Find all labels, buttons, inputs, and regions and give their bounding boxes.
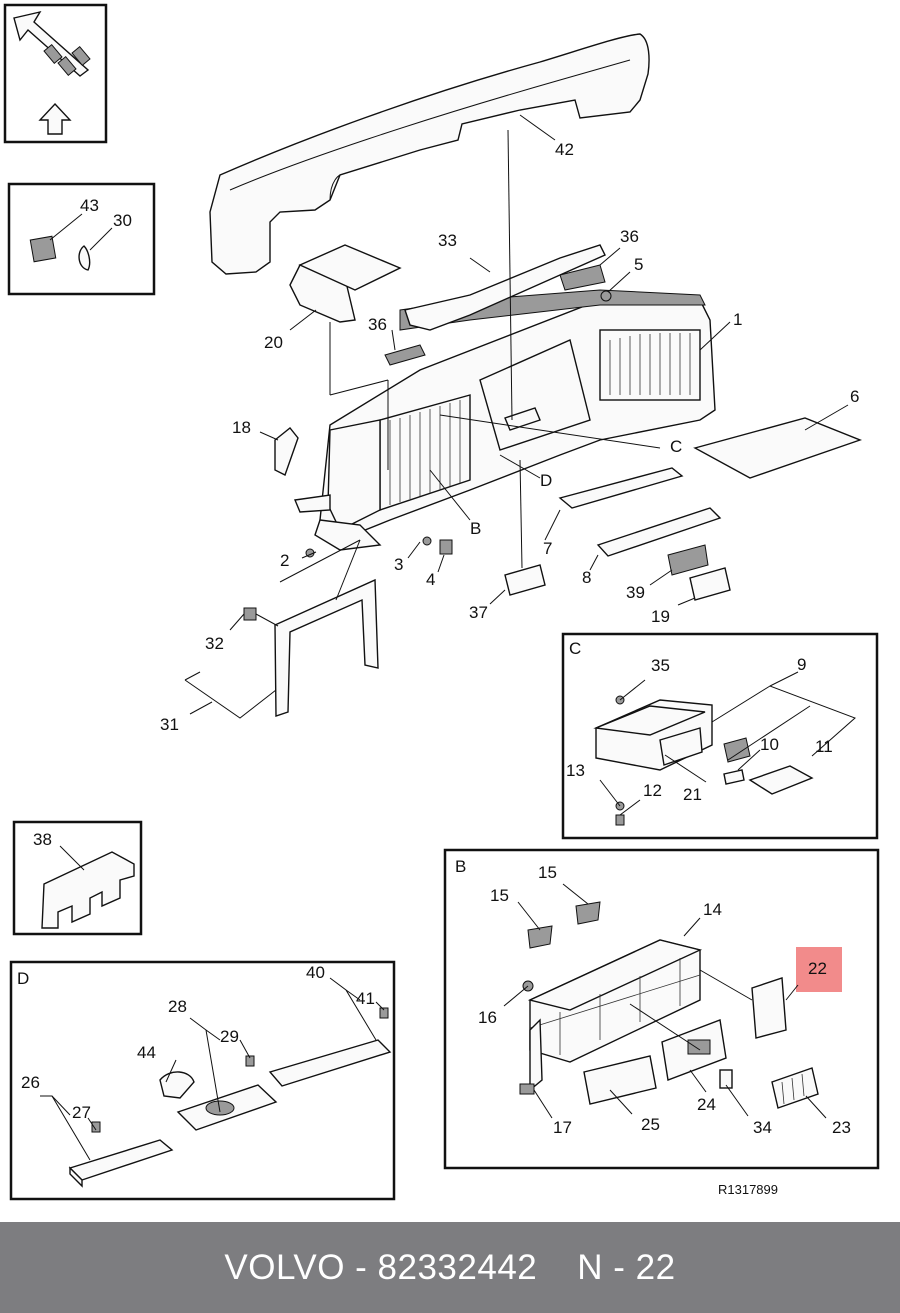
highlight-part-22 [796, 947, 842, 992]
inset-C-label: C [569, 639, 581, 658]
part-31 [274, 578, 379, 717]
callout-D: D [540, 471, 552, 490]
callout-8: 8 [582, 568, 591, 587]
inset-43-30: 43 30 [7, 182, 156, 296]
callout-43: 43 [80, 196, 99, 215]
callout-15-right: 15 [538, 863, 557, 882]
part-6 [693, 417, 863, 479]
callout-29: 29 [220, 1027, 239, 1046]
callout-36-right: 36 [620, 227, 639, 246]
parts-diagram: 43 30 [3, 3, 880, 1201]
callout-27: 27 [72, 1103, 91, 1122]
callout-25: 25 [641, 1115, 660, 1134]
footer-bar: VOLVO - 82332442 N - 22 [0, 1222, 900, 1313]
callout-41: 41 [356, 989, 375, 1008]
callout-17: 17 [553, 1118, 572, 1137]
callout-C: C [670, 437, 682, 456]
callout-22: 22 [808, 959, 827, 978]
part-3 [422, 536, 432, 546]
inset-D: D 26 27 28 44 29 40 41 [9, 960, 396, 1201]
callout-12: 12 [643, 781, 662, 800]
callout-B: B [470, 519, 481, 538]
callout-5: 5 [634, 255, 643, 274]
callout-36-left: 36 [368, 315, 387, 334]
callout-14: 14 [703, 900, 722, 919]
inset-B-label: B [455, 857, 466, 876]
callout-13: 13 [566, 761, 585, 780]
callout-39: 39 [626, 583, 645, 602]
part-20-lid [298, 244, 402, 291]
callout-11: 11 [815, 737, 833, 756]
part-37 [504, 564, 546, 596]
part-19 [689, 567, 731, 601]
callout-3: 3 [394, 555, 403, 574]
part-4 [439, 539, 453, 555]
callout-34: 34 [753, 1118, 772, 1137]
instrument-panel-body [294, 289, 716, 551]
dashboard-top-cover [209, 33, 650, 275]
part-18 [274, 427, 299, 476]
callout-18: 18 [232, 418, 251, 437]
callout-26: 26 [21, 1073, 40, 1092]
callout-38: 38 [33, 830, 52, 849]
callout-7: 7 [543, 539, 552, 558]
callout-16: 16 [478, 1008, 497, 1027]
callout-6: 6 [850, 387, 859, 406]
callout-42: 42 [555, 140, 574, 159]
callout-44: 44 [137, 1043, 156, 1062]
callout-37: 37 [469, 603, 488, 622]
orientation-inset [3, 3, 108, 144]
callout-24: 24 [697, 1095, 716, 1114]
reference-code: R1317899 [718, 1182, 778, 1197]
callout-4: 4 [426, 570, 435, 589]
callout-21: 21 [683, 785, 702, 804]
callout-19: 19 [651, 607, 670, 626]
callout-33: 33 [438, 231, 457, 250]
part-8 [596, 507, 722, 557]
up-arrow-icon [38, 102, 72, 135]
inset-C: C 35 9 10 11 13 12 21 [561, 632, 879, 840]
main-callouts: 42 33 36 5 1 6 20 36 18 C D B 2 3 4 7 8 … [160, 140, 859, 734]
part-39 [667, 544, 709, 576]
footer-position: N - 22 [577, 1247, 676, 1287]
callout-1: 1 [733, 310, 742, 329]
part-36-left [384, 344, 426, 366]
callout-20: 20 [264, 333, 283, 352]
part-33 [404, 244, 606, 331]
callout-9: 9 [797, 655, 806, 674]
part-5 [600, 290, 612, 302]
callout-15-left: 15 [490, 886, 509, 905]
footer-part-number: VOLVO - 82332442 [224, 1247, 538, 1287]
part-7 [558, 467, 684, 509]
callout-30: 30 [113, 211, 132, 230]
callout-40: 40 [306, 963, 325, 982]
callout-35: 35 [651, 656, 670, 675]
callout-2: 2 [280, 551, 289, 570]
inset-B: B [443, 848, 880, 1170]
callout-32: 32 [205, 634, 224, 653]
callout-28: 28 [168, 997, 187, 1016]
leaders-main [184, 114, 849, 719]
part-36-right [559, 264, 606, 291]
inset-D-label: D [17, 969, 29, 988]
callout-31: 31 [160, 715, 179, 734]
part-32 [243, 607, 257, 621]
callout-23: 23 [832, 1118, 851, 1137]
callout-10: 10 [760, 735, 779, 754]
inset-38: 38 [12, 820, 143, 936]
